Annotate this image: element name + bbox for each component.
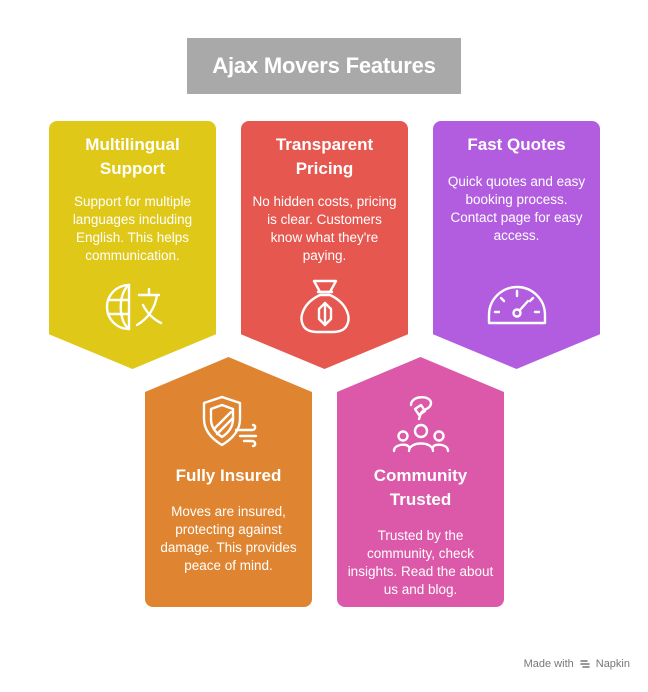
feature-card-fast-quotes: Fast Quotes Quick quotes and easy bookin… — [433, 121, 600, 369]
community-icon — [392, 396, 449, 453]
money-bag-icon — [299, 279, 350, 334]
card-text: Trusted by the community, check insights… — [347, 528, 494, 597]
globe-language-icon — [105, 283, 162, 331]
card-title: Multilingual Support — [85, 135, 180, 178]
feature-card-transparent-pricing: Transparent Pricing No hidden costs, pri… — [241, 121, 408, 369]
card-text: Moves are insured, protecting against da… — [160, 504, 297, 573]
napkin-logo-icon — [580, 660, 590, 668]
card-title: Transparent Pricing — [275, 135, 374, 178]
card-text: Quick quotes and easy booking process. C… — [447, 174, 586, 243]
diagram-title: Ajax Movers Features — [187, 38, 461, 94]
shield-icon — [202, 395, 257, 448]
made-with-label: Made with — [523, 658, 574, 670]
feature-card-multilingual-support: Multilingual Support Support for multipl… — [49, 121, 216, 369]
napkin-brand: Napkin — [595, 658, 630, 670]
card-text: No hidden costs, pricing is clear. Custo… — [252, 194, 397, 263]
card-title: Fully Insured — [175, 466, 282, 485]
card-text: Support for multiple languages including… — [72, 194, 193, 263]
speedometer-icon — [487, 285, 546, 325]
feature-card-community-trusted: Community Trusted Trusted by the communi… — [337, 357, 504, 607]
napkin-credit: Made with Napkin — [524, 658, 630, 670]
card-title: Community Trusted — [373, 466, 468, 509]
feature-card-fully-insured: Fully Insured Moves are insured, protect… — [145, 357, 312, 607]
card-title: Fast Quotes — [467, 135, 566, 154]
